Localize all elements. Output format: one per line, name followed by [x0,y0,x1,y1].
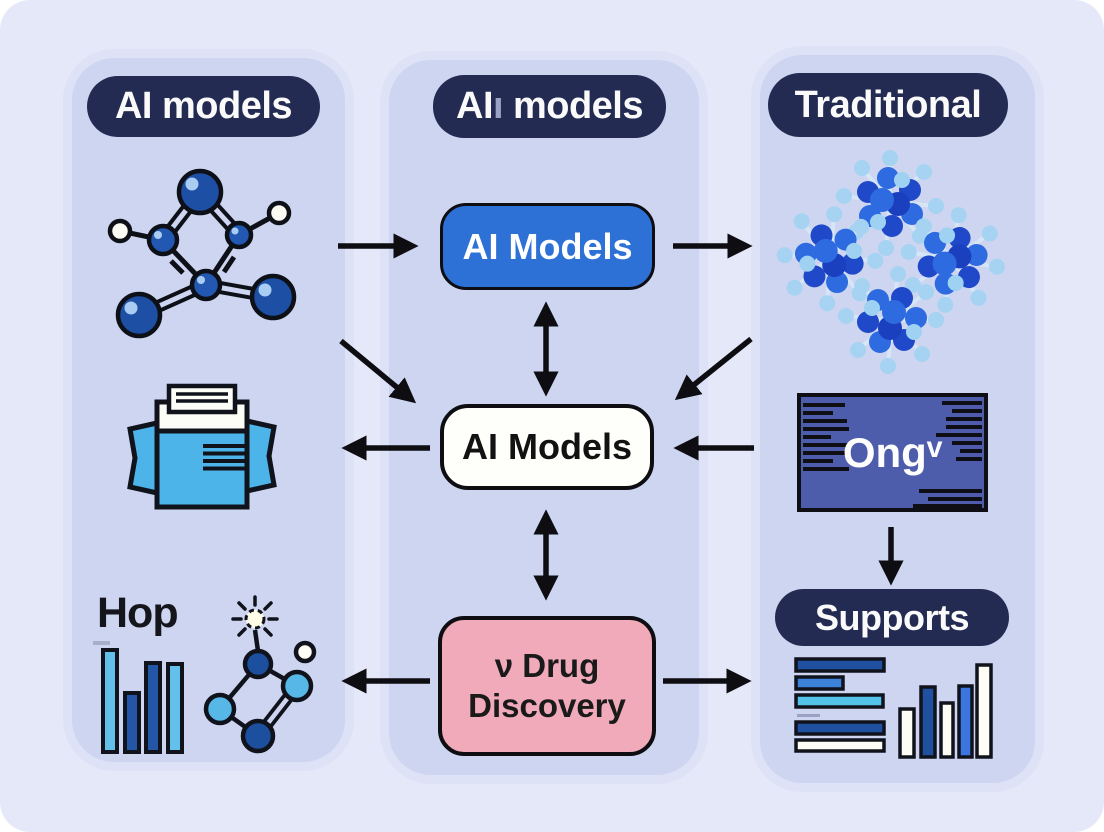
drug-discovery-node: ν Drug Discovery [438,616,656,756]
header-left-label: AI models [114,85,293,127]
hop-label: Hop [97,589,179,637]
sparkle-molecule-icon [203,595,317,754]
arrow-diagonal-right-to-white-box [674,336,753,401]
drug-discovery-label-line2: Discovery [468,687,626,724]
vertical-bars-icon [898,663,993,759]
molecule-2d-icon [107,168,297,339]
header-pill-middle: AI ı models [433,75,666,138]
drug-discovery-label-line1: ν Drug [494,646,600,684]
header-middle-artifact-glyph: ı [493,85,504,127]
hop-underline-dash [93,641,110,645]
header-pill-left: AI models [87,76,320,137]
bar-chart-icon [101,648,184,754]
ai-models-white-node: AI Models [440,404,654,490]
arrow-diagonal-left-to-white-box [339,338,417,404]
ong-label: Ongᵛ [842,428,943,476]
supports-pill: Supports [775,589,1009,646]
header-right-label: Traditional [794,83,982,126]
ai-models-blue-node: AI Models [440,203,655,290]
ai-models-white-label: AI Models [461,426,632,467]
header-pill-traditional: Traditional [768,73,1008,137]
ong-text-lines-decoration [803,401,982,508]
header-middle-suffix: models [512,85,644,127]
horizontal-bars-icon [794,657,886,753]
supports-label: Supports [815,596,970,638]
ong-node: Ongᵛ [797,393,988,512]
printer-document-icon [127,383,277,510]
ai-models-blue-label: AI Models [462,225,633,267]
header-middle-prefix: AI [456,85,494,127]
